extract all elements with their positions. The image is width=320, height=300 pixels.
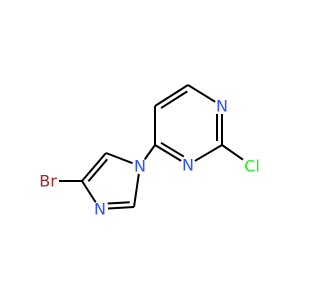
- bond-im_n1-im_c5: [105, 152, 133, 165]
- bond-im_c2-im_n1: [133, 173, 140, 208]
- bond-im_c5-im_c4-inner: [87, 158, 108, 182]
- atom-label-n5: N: [182, 156, 194, 175]
- bond-im_c5-im_c4: [81, 152, 107, 182]
- bond-c2-n3: [187, 84, 216, 103]
- bonds-layer: [59, 84, 244, 210]
- bond-im_n3-im_c2-inner: [107, 201, 130, 205]
- atom-label-cl: Cl: [244, 157, 260, 176]
- bond-c1-c2: [154, 84, 189, 107]
- bond-c4-cl: [221, 144, 244, 161]
- atom-label-im_n3: N: [94, 200, 106, 219]
- atom-label-im_n1: N: [134, 157, 146, 176]
- bond-im_n3-im_c2: [107, 206, 135, 210]
- atom-label-n3: N: [216, 97, 228, 116]
- bond-n5-c6: [154, 144, 182, 162]
- bond-n5-c6-inner: [160, 141, 185, 158]
- atom-label-br: Br: [39, 172, 57, 191]
- bond-c4-n5: [194, 144, 223, 162]
- bond-im_c4-im_n3: [81, 180, 97, 203]
- bond-c1-c2-inner: [160, 90, 188, 109]
- bond-c6-im_n1: [143, 144, 156, 161]
